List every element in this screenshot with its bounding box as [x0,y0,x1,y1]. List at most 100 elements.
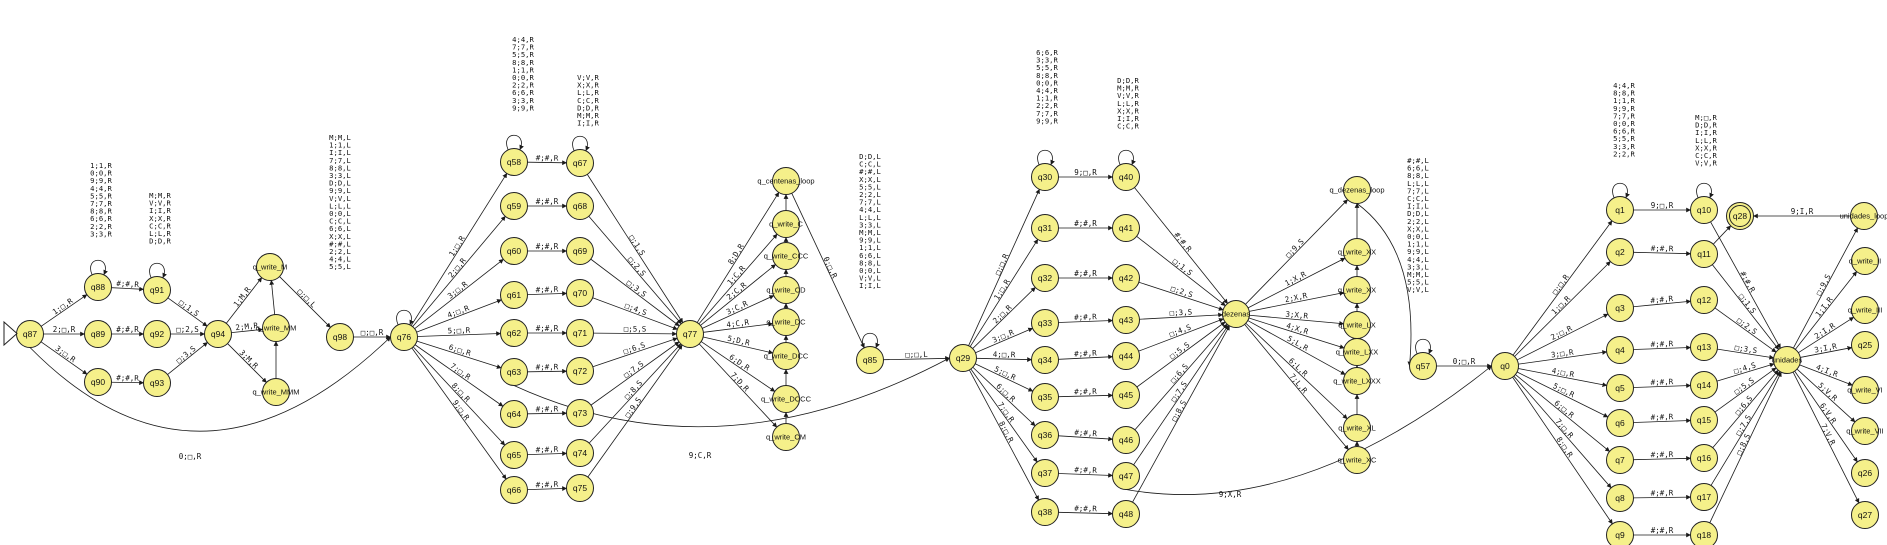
state-q69[interactable]: q69 [566,237,594,265]
state-q90[interactable]: q90 [84,368,112,396]
state-q-write-DC[interactable]: q_write_DC [766,308,806,336]
state-q-write-DCC[interactable]: q_write_DCC [764,342,809,370]
state-q47[interactable]: q47 [1112,462,1140,490]
state-q72[interactable]: q72 [566,357,594,385]
state-q45[interactable]: q45 [1112,381,1140,409]
state-q18[interactable]: q18 [1690,521,1718,545]
state-q29[interactable]: q29 [949,344,977,372]
state-q1[interactable]: q1 [1606,196,1634,224]
state-q-write-XX[interactable]: q_write_XX [1338,238,1376,266]
state-q9[interactable]: q9 [1606,521,1634,545]
state-q48[interactable]: q48 [1112,500,1140,528]
state-q37[interactable]: q37 [1031,459,1059,487]
state-q-write-LX[interactable]: q_write_LX [1338,311,1376,339]
state-q60[interactable]: q60 [500,237,528,265]
state-q-write-DCCC[interactable]: q_write_DCCC [761,385,812,413]
state-q59[interactable]: q59 [500,192,528,220]
state-q-write-MM[interactable]: q_write_MM [256,314,297,342]
state-q16[interactable]: q16 [1690,444,1718,472]
state-q44[interactable]: q44 [1112,342,1140,370]
state-q25[interactable]: q25 [1851,331,1879,359]
state-q-centenas-loop[interactable]: q_centenas_loop [757,167,815,195]
state-q87[interactable]: q87 [16,320,44,348]
state-q6[interactable]: q6 [1606,409,1634,437]
state-q-write-M[interactable]: q_write_M [253,253,288,281]
state-q-write-C[interactable]: q_write_C [769,210,803,238]
state-q-write-XL[interactable]: q_write_XL [1338,414,1376,442]
state-q89[interactable]: q89 [84,320,112,348]
state-q62[interactable]: q62 [500,319,528,347]
state-q32[interactable]: q32 [1031,264,1059,292]
state-unidades-loop[interactable]: unidades_loop [1840,202,1887,230]
state-q-write-MMM[interactable]: q_write_MMM [252,378,300,406]
state-q-write-VII[interactable]: q_write_VII [1846,417,1884,445]
state-q-write-XXX[interactable]: q_write_XX [1338,276,1376,304]
state-q31[interactable]: q31 [1031,214,1059,242]
state-q5[interactable]: q5 [1606,374,1634,402]
state-q-dezenas-loop[interactable]: q_dezenas_loop [1329,176,1385,204]
state-q-write-II[interactable]: q_write_II [1849,247,1882,275]
state-q73[interactable]: q73 [566,399,594,427]
state-q58[interactable]: q58 [500,148,528,176]
state-q-write-CM[interactable]: q_write_CM [766,423,806,451]
state-q75[interactable]: q75 [566,474,594,502]
state-q46[interactable]: q46 [1112,426,1140,454]
loop-label: 7;7,L [329,156,351,165]
state-q12[interactable]: q12 [1690,286,1718,314]
state-q68[interactable]: q68 [566,192,594,220]
state-q14[interactable]: q14 [1690,371,1718,399]
state-q33[interactable]: q33 [1031,309,1059,337]
state-q7[interactable]: q7 [1606,446,1634,474]
state-q57[interactable]: q57 [1409,352,1437,380]
state-q71[interactable]: q71 [566,319,594,347]
state-q77[interactable]: q77 [676,320,704,348]
state-q-write-XC[interactable]: q_write_XC [1338,446,1377,474]
state-q63[interactable]: q63 [500,358,528,386]
state-q91[interactable]: q91 [143,276,171,304]
state-q38[interactable]: q38 [1031,498,1059,526]
state-q-write-LXX[interactable]: q_write_LXX [1336,338,1379,366]
state-q-write-CCC[interactable]: q_write_CCC [764,242,809,270]
state-unidades[interactable]: unidades [1772,346,1803,374]
state-q15[interactable]: q15 [1690,406,1718,434]
state-q98[interactable]: q98 [326,323,354,351]
state-q-write-CD[interactable]: q_write_CD [766,276,806,304]
state-q93[interactable]: q93 [143,369,171,397]
state-q88[interactable]: q88 [84,273,112,301]
state-q34[interactable]: q34 [1031,346,1059,374]
state-q92[interactable]: q92 [143,320,171,348]
state-q26[interactable]: q26 [1851,459,1879,487]
state-q-write-LXXX[interactable]: q_write_LXXX [1333,367,1381,395]
state-q94[interactable]: q94 [204,320,232,348]
state-q43[interactable]: q43 [1112,306,1140,334]
state-dezenas[interactable]: dezenas [1222,300,1251,328]
state-q66[interactable]: q66 [500,476,528,504]
state-q10[interactable]: q10 [1690,196,1718,224]
state-q36[interactable]: q36 [1031,421,1059,449]
state-q85[interactable]: q85 [856,346,884,374]
state-q74[interactable]: q74 [566,439,594,467]
state-q11[interactable]: q11 [1690,240,1718,268]
state-q4[interactable]: q4 [1606,336,1634,364]
state-q67[interactable]: q67 [566,149,594,177]
state-q27[interactable]: q27 [1851,501,1879,529]
state-q35[interactable]: q35 [1031,383,1059,411]
state-q-write-VI[interactable]: q_write_VI [1847,376,1883,404]
state-q28[interactable]: q28 [1726,202,1754,230]
state-q41[interactable]: q41 [1112,214,1140,242]
state-q42[interactable]: q42 [1112,264,1140,292]
state-q13[interactable]: q13 [1690,333,1718,361]
state-q61[interactable]: q61 [500,281,528,309]
state-q-write-III[interactable]: q_write_III [1848,296,1883,324]
state-q30[interactable]: q30 [1031,163,1059,191]
state-q70[interactable]: q70 [566,279,594,307]
state-q76[interactable]: q76 [390,323,418,351]
state-q8[interactable]: q8 [1606,484,1634,512]
state-q2[interactable]: q2 [1606,238,1634,266]
state-q17[interactable]: q17 [1690,483,1718,511]
state-q65[interactable]: q65 [500,441,528,469]
state-q40[interactable]: q40 [1112,163,1140,191]
state-q0[interactable]: q0 [1491,352,1519,380]
state-q3[interactable]: q3 [1606,294,1634,322]
state-q64[interactable]: q64 [500,400,528,428]
